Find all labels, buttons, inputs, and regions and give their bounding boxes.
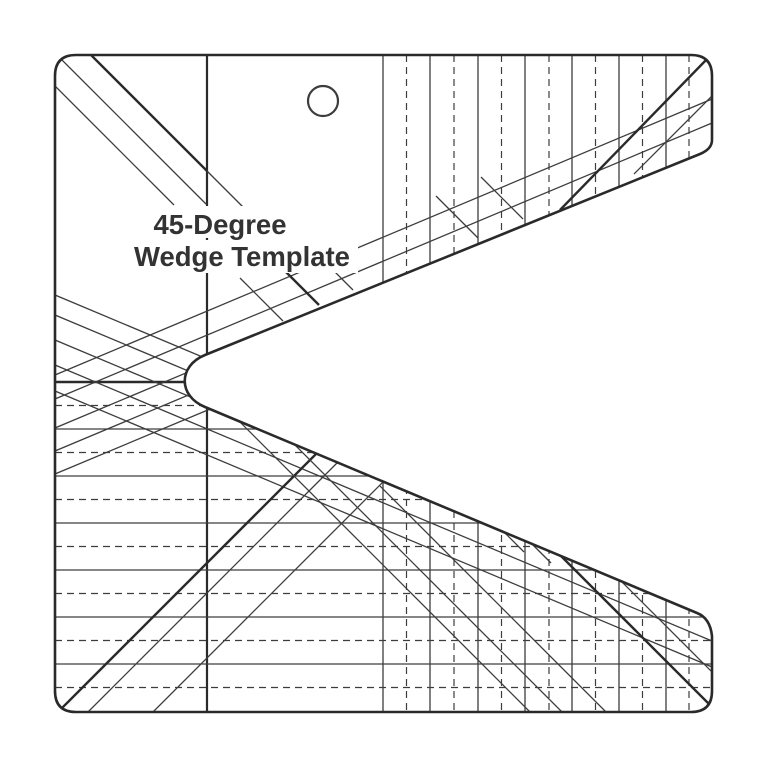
ruler-line — [55, 406, 216, 475]
ruler-line — [152, 479, 386, 712]
ruler-line — [239, 277, 284, 322]
ruler-markings — [55, 55, 712, 712]
ruler-line — [55, 364, 712, 642]
ruler-line — [559, 57, 709, 211]
title-backdrop — [142, 206, 300, 238]
template-title-line2: Wedge Template — [134, 241, 350, 272]
ruler-line — [55, 98, 712, 376]
template-title-line1: 45-Degree — [154, 209, 287, 240]
template-outline — [53, 53, 714, 714]
ruler-line — [254, 404, 563, 712]
hanging-hole — [306, 84, 340, 118]
ruler-line — [379, 485, 607, 712]
ruler-line — [57, 453, 317, 712]
ruler-line — [435, 195, 479, 239]
ruler-line — [55, 85, 175, 206]
ruler-line — [56, 55, 207, 205]
ruler-line — [521, 533, 552, 564]
ruler-line — [87, 460, 340, 712]
ruler-line — [480, 176, 524, 220]
ruler-line — [55, 385, 211, 452]
ruler-line — [206, 170, 244, 208]
ruler-line — [55, 122, 712, 400]
ruler-line — [194, 376, 531, 712]
ruler-line — [89, 55, 208, 172]
ruler-line — [633, 95, 712, 175]
title-backdrop — [126, 240, 358, 273]
ruler-line — [55, 390, 712, 668]
